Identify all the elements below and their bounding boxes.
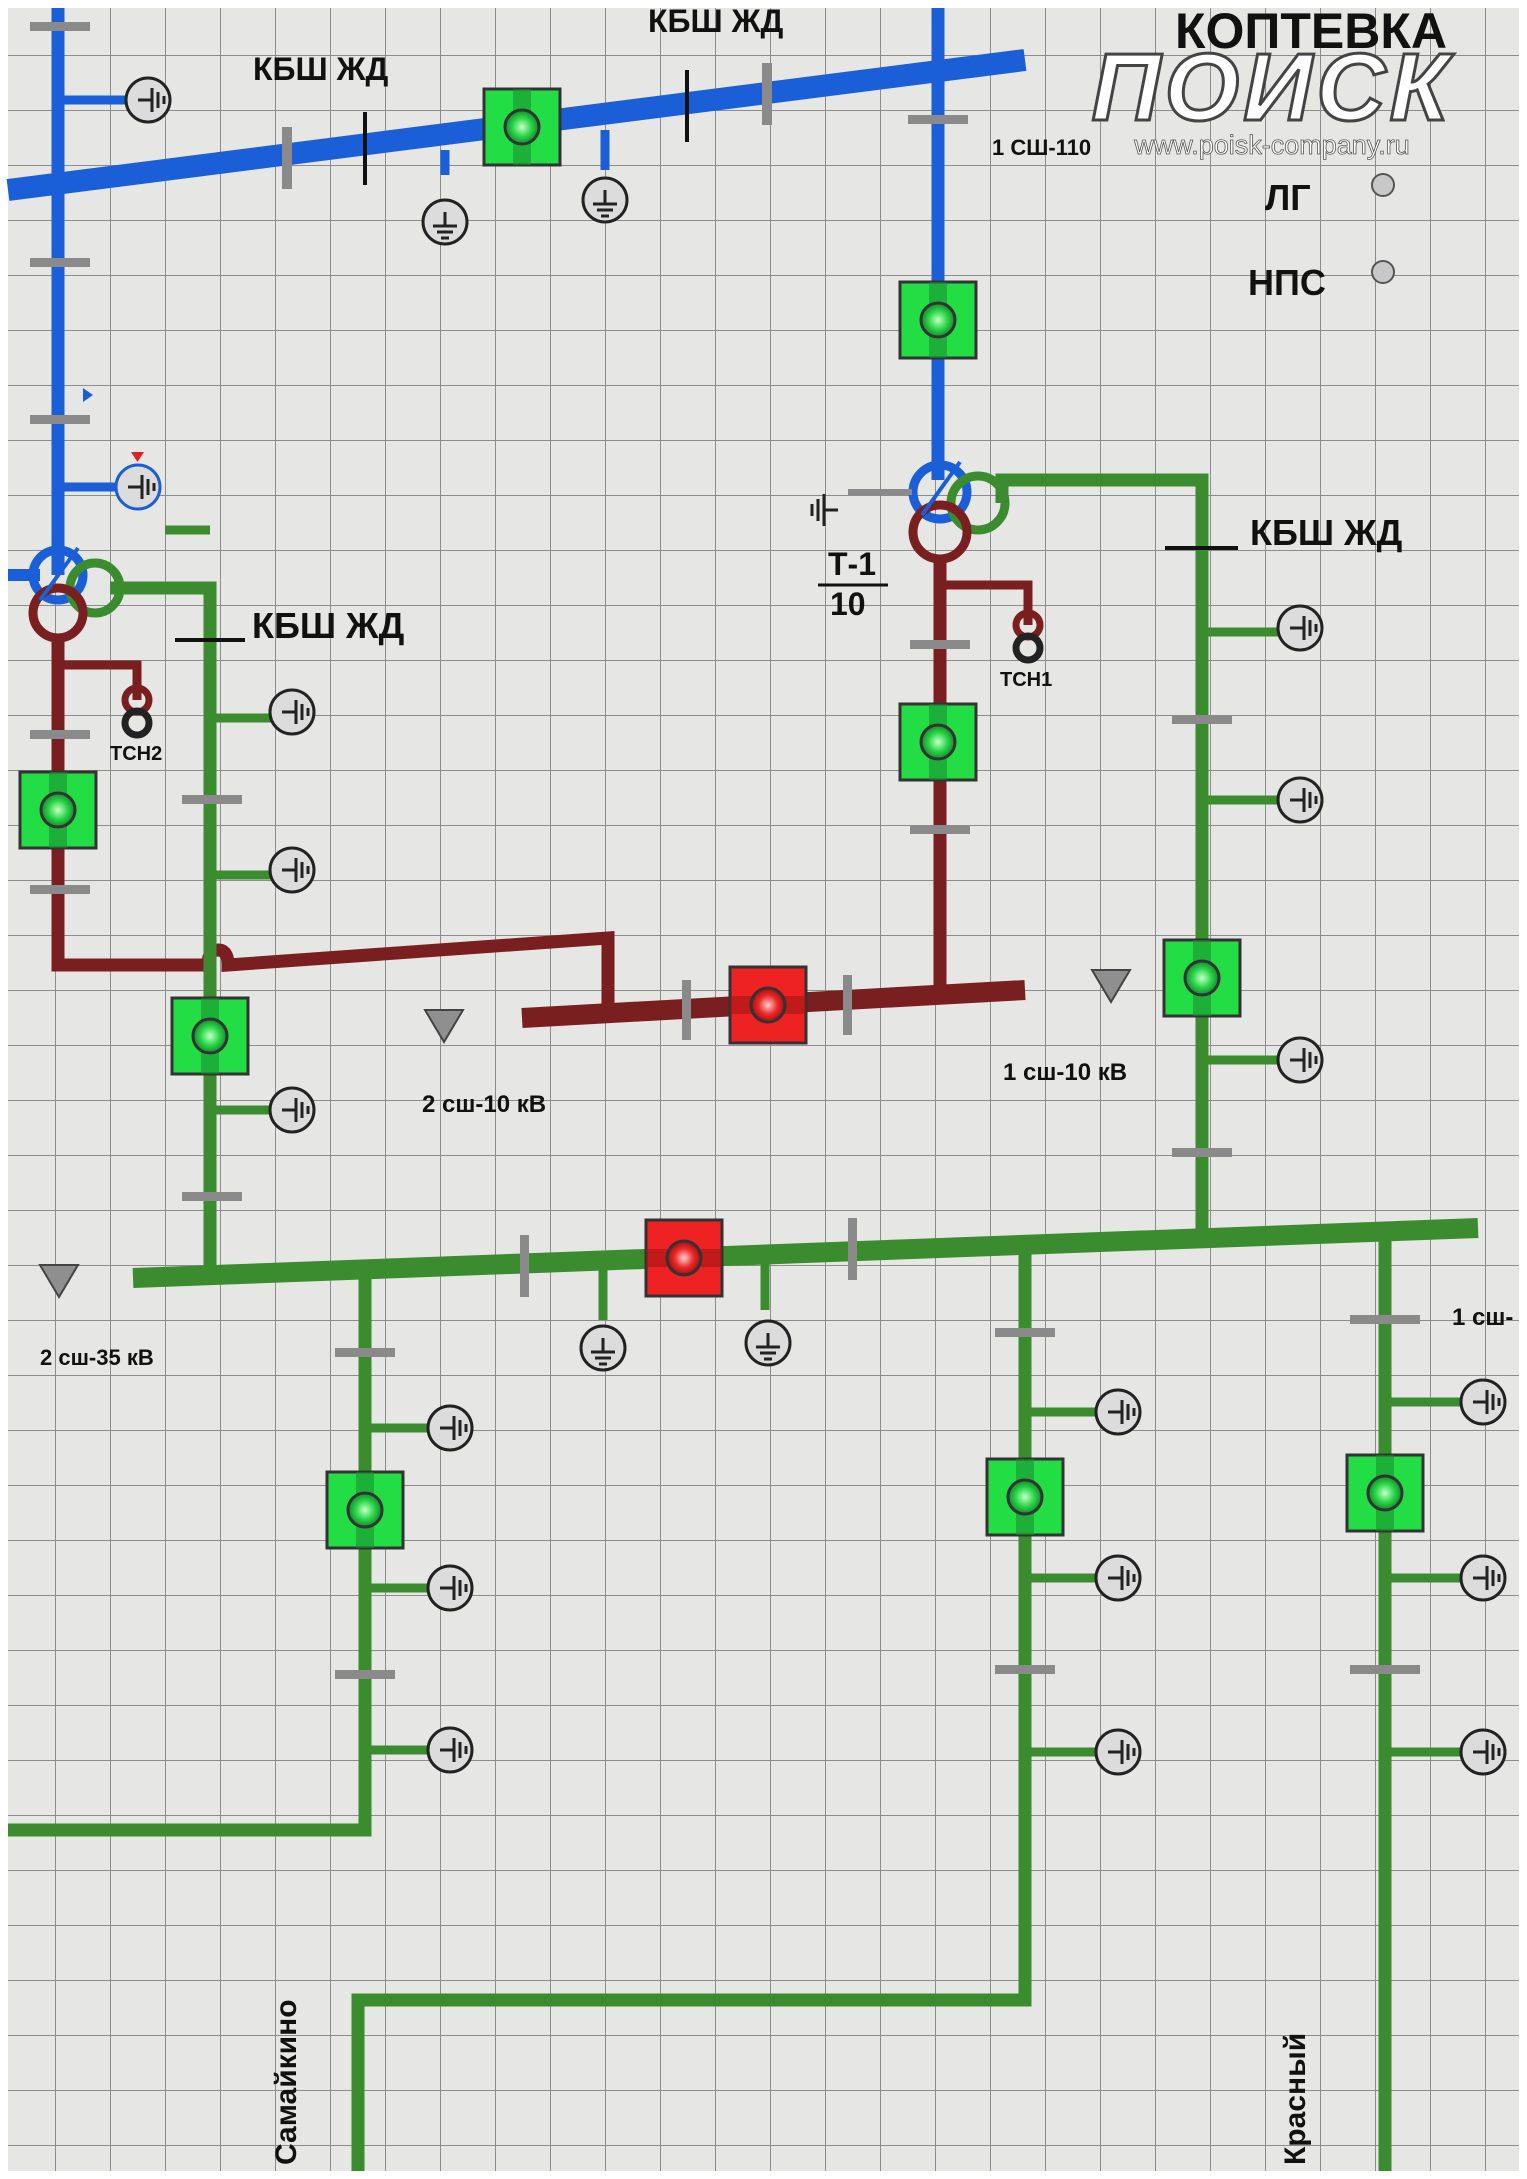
breaker-knob[interactable] bbox=[1006, 1478, 1044, 1516]
breaker-knob[interactable] bbox=[919, 723, 957, 761]
kbsh-markers bbox=[175, 546, 1238, 642]
earth-switch-symbols bbox=[114, 76, 1507, 1776]
breaker-knob[interactable] bbox=[503, 108, 541, 146]
kbsh-label-mid-right: КБШ ЖД bbox=[1250, 512, 1402, 553]
breaker-knob[interactable] bbox=[919, 301, 957, 339]
breaker-q-t1-10[interactable] bbox=[898, 702, 978, 782]
breaker-q-t2-35[interactable] bbox=[170, 996, 250, 1076]
breaker-knob[interactable] bbox=[1366, 1474, 1404, 1512]
bus-35kv bbox=[8, 473, 1479, 2171]
breaker-q-t1-35[interactable] bbox=[1162, 938, 1242, 1018]
nps-label: НПС bbox=[1248, 262, 1326, 303]
isolators-35kv bbox=[182, 715, 1420, 1679]
bus-sections-110kv bbox=[363, 70, 689, 185]
panel-background bbox=[8, 8, 1519, 2171]
kbsh-label-top-left: КБШ ЖД bbox=[253, 51, 389, 87]
kbsh-label-mid-left: КБШ ЖД bbox=[252, 605, 404, 646]
kbsh-label-top-mid: КБШ ЖД bbox=[648, 3, 784, 39]
breaker-q-line-mid[interactable] bbox=[985, 1457, 1065, 1537]
tsn1-label: ТСН1 bbox=[1000, 669, 1052, 691]
brand-logo-text: ПОИСК bbox=[1090, 34, 1453, 141]
breaker-knob[interactable] bbox=[749, 986, 787, 1024]
brand-watermark: ПОИСК www.poisk-company.ru bbox=[1057, 34, 1487, 161]
blue-markers bbox=[83, 388, 144, 462]
lg-label: ЛГ bbox=[1265, 177, 1311, 218]
breaker-q-sv-35[interactable] bbox=[644, 1218, 724, 1298]
breaker-q-t1-110[interactable] bbox=[898, 280, 978, 360]
isolators-10kv bbox=[30, 640, 970, 1040]
bus-110-label: 1 СШ-110 bbox=[992, 135, 1091, 160]
breaker-q-sv-10[interactable] bbox=[728, 965, 808, 1045]
bus-triangle-markers bbox=[38, 969, 1132, 1299]
breaker-knob[interactable] bbox=[346, 1491, 384, 1529]
tsn-windings bbox=[121, 609, 1044, 739]
bus-35kv-1-label: 1 сш- bbox=[1452, 1304, 1513, 1331]
line-samaikino-label: Самайкино bbox=[270, 1999, 303, 2165]
tsn2-label: ТСН2 bbox=[110, 743, 162, 765]
bus-10kv-2-label: 2 сш-10 кВ bbox=[422, 1091, 546, 1118]
t1-label-top: Т-1 bbox=[828, 546, 876, 582]
breaker-knob[interactable] bbox=[665, 1239, 703, 1277]
labels: КОПТЕВКА КБШ ЖД КБШ ЖД 1 СШ-110 ЛГ НПС Т… bbox=[40, 3, 1513, 2165]
breaker-knob[interactable] bbox=[39, 791, 77, 829]
breaker-knob[interactable] bbox=[1183, 959, 1221, 997]
t1-label-bottom: 10 bbox=[830, 586, 866, 622]
breaker-q-110-kbsh[interactable] bbox=[482, 87, 562, 167]
bus-10kv-1-label: 1 сш-10 кВ bbox=[1003, 1059, 1127, 1086]
breaker-knob[interactable] bbox=[191, 1017, 229, 1055]
breaker-q-line-samaikino[interactable] bbox=[325, 1470, 405, 1550]
bus-35kv-2-label: 2 сш-35 кВ bbox=[40, 1345, 154, 1370]
indicator-lamps bbox=[1371, 173, 1395, 284]
breaker-q-line-krasny[interactable] bbox=[1345, 1453, 1425, 1533]
breaker-q-t2-10[interactable] bbox=[18, 770, 98, 850]
brand-url: www.poisk-company.ru bbox=[1134, 130, 1410, 161]
station-name-label: КОПТЕВКА bbox=[1175, 3, 1447, 59]
line-krasny-label: Красный bbox=[1279, 2033, 1312, 2165]
breakers bbox=[18, 87, 1425, 1550]
